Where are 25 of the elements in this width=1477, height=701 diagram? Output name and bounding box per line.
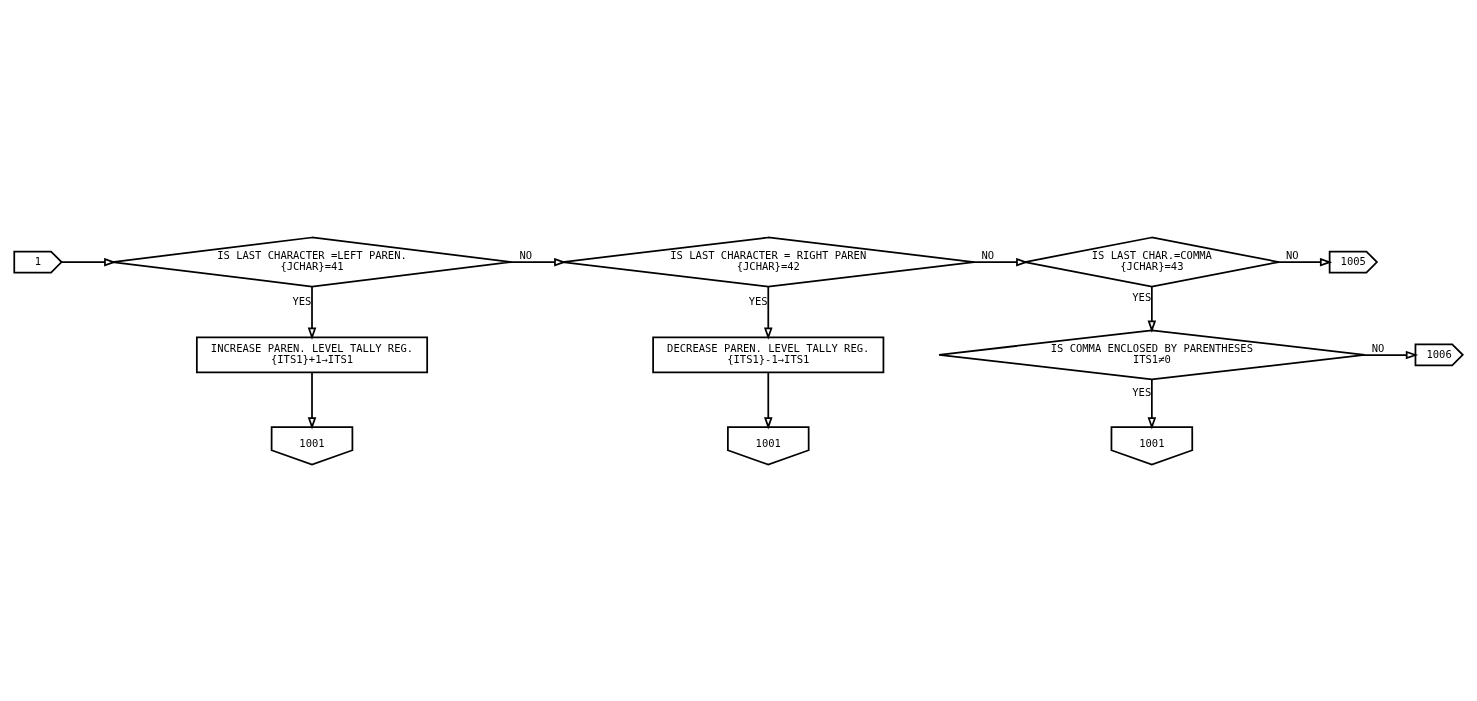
arrow: [763, 371, 773, 430]
edge-label: YES: [748, 294, 768, 307]
edge-label: YES: [1132, 385, 1152, 398]
edge-label: NO: [981, 248, 995, 261]
arrow: [1277, 257, 1333, 266]
arrow: [509, 257, 567, 266]
node-diamond: IS COMMA ENCLOSED BY PARENTHESES ITS1≠0: [938, 328, 1366, 380]
edge-label: YES: [292, 294, 312, 307]
edge-label: NO: [1371, 341, 1385, 354]
node-diamond: IS LAST CHARACTER =LEFT PAREN. {JCHAR}=41: [111, 236, 513, 287]
arrow: [307, 371, 317, 430]
edge-label: NO: [1286, 248, 1299, 261]
arrow: [60, 257, 117, 266]
arrow: [1147, 285, 1157, 333]
arrow: [307, 285, 317, 340]
edge-label: YES: [1132, 290, 1152, 303]
node-box: DECREASE PAREN. LEVEL TALLY REG. {ITS1}-1→ITS1: [652, 335, 885, 373]
arrow: [1147, 378, 1157, 430]
edge-label: NO: [519, 248, 533, 261]
arrow: [763, 285, 773, 340]
node-diamond: IS LAST CHAR.=COMMA {JCHAR}=43: [1024, 236, 1280, 287]
node-box: INCREASE PAREN. LEVEL TALLY REG. {ITS1}+1→ITS1: [195, 335, 429, 373]
node-diamond: IS LAST CHARACTER = RIGHT PAREN {JCHAR}=42: [561, 236, 975, 287]
arrow: [971, 257, 1029, 266]
arrow: [1362, 350, 1419, 359]
